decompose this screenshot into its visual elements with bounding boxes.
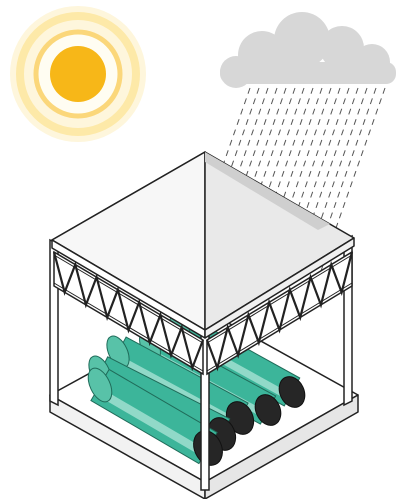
rain-streak — [251, 87, 287, 185]
pipe-highlight — [92, 386, 209, 458]
rain-cloud-icon — [220, 12, 396, 88]
rain-streak — [221, 87, 251, 169]
pipe-back-end — [87, 367, 113, 403]
sun-core — [50, 46, 106, 102]
rain-streak — [220, 87, 260, 198]
rain-streak — [309, 87, 386, 304]
truss-beam — [52, 250, 205, 376]
rain-streak — [311, 87, 368, 246]
rain-streak — [312, 87, 359, 217]
rain-streak — [278, 87, 350, 288]
canopy-roof — [51, 151, 355, 339]
roof-fascia-right — [204, 237, 355, 339]
pipe-end — [278, 376, 306, 408]
rain-streak — [282, 87, 323, 201]
pipe-end — [254, 394, 282, 426]
sun-outer-ring — [16, 12, 140, 136]
rain-streak — [280, 87, 341, 259]
truss-beam — [205, 250, 354, 376]
sun-icon — [10, 6, 146, 142]
truss-beams — [52, 250, 354, 376]
roof-shaded-band — [205, 152, 330, 230]
